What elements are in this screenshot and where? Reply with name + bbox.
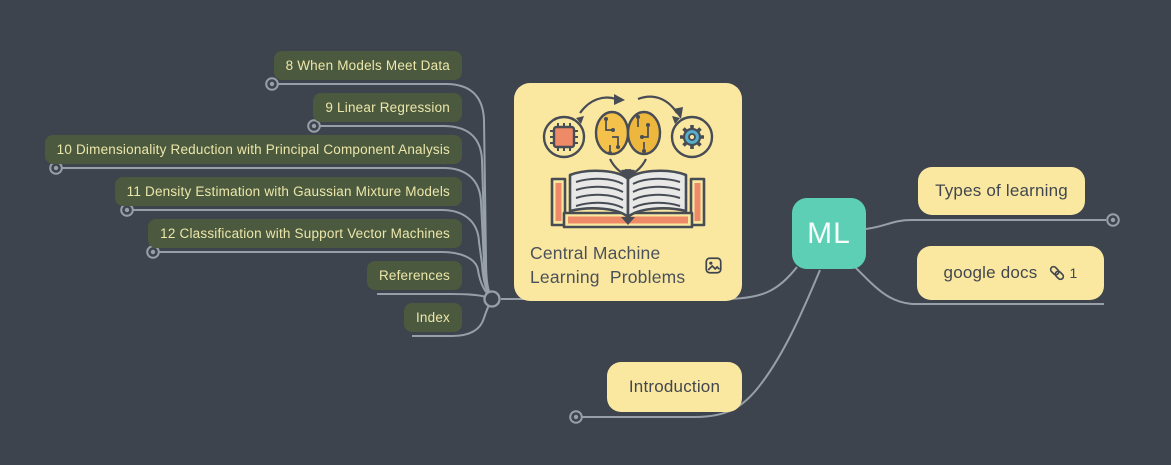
branch-junction[interactable] xyxy=(483,290,501,308)
node-root-ml[interactable]: ML xyxy=(792,198,866,269)
endpoint-chapter-8[interactable] xyxy=(265,77,279,91)
node-types-of-learning[interactable]: Types of learning xyxy=(918,167,1085,215)
card-title: Central Machine Learning Problems xyxy=(530,243,686,287)
node-references[interactable]: References xyxy=(366,261,462,290)
connector-chapter-11 xyxy=(133,209,493,299)
node-label: References xyxy=(378,268,450,283)
gear-icon xyxy=(670,115,714,159)
book-brain-illustration xyxy=(542,94,714,229)
node-label: Types of learning xyxy=(935,181,1068,200)
endpoint-chapter-10[interactable] xyxy=(49,161,63,175)
brain-icon xyxy=(594,110,662,156)
node-label: Introduction xyxy=(628,377,721,396)
node-label: 9 Linear Regression xyxy=(325,100,450,115)
node-label: 11 Density Estimation with Gaussian Mixt… xyxy=(126,184,450,199)
open-book xyxy=(550,169,706,229)
endpoint-types-of-learning[interactable] xyxy=(1106,213,1120,227)
chip-icon xyxy=(542,115,586,159)
node-chapter-10[interactable]: 10 Dimensionality Reduction with Princip… xyxy=(44,135,462,164)
node-central-machine-learning-problems[interactable]: Central Machine Learning Problems xyxy=(514,83,742,301)
connector-types-of-learning xyxy=(865,219,1106,230)
node-chapter-9[interactable]: 9 Linear Regression xyxy=(313,93,462,122)
node-chapter-8[interactable]: 8 When Models Meet Data xyxy=(273,51,462,80)
node-label: ML xyxy=(807,216,851,250)
node-label: google docs xyxy=(943,263,1038,282)
link-icon[interactable] xyxy=(1048,264,1066,282)
node-chapter-11[interactable]: 11 Density Estimation with Gaussian Mixt… xyxy=(114,177,462,206)
node-introduction[interactable]: Introduction xyxy=(607,362,742,412)
node-chapter-12[interactable]: 12 Classification with Support Vector Ma… xyxy=(148,219,462,248)
connector-references xyxy=(377,293,487,298)
link-count: 1 xyxy=(1069,265,1078,281)
node-label: Index xyxy=(415,310,450,325)
node-google-docs[interactable]: google docs 1 xyxy=(917,246,1104,300)
node-label: 12 Classification with Support Vector Ma… xyxy=(160,226,450,241)
node-label: 10 Dimensionality Reduction with Princip… xyxy=(56,142,450,157)
connector-google-docs xyxy=(851,263,1104,305)
endpoint-introduction[interactable] xyxy=(569,410,583,424)
node-label: 8 When Models Meet Data xyxy=(285,58,450,73)
endpoint-chapter-9[interactable] xyxy=(307,119,321,133)
node-index[interactable]: Index xyxy=(403,303,462,332)
endpoint-chapter-12[interactable] xyxy=(146,245,160,259)
connector-introduction xyxy=(582,269,821,418)
image-icon[interactable] xyxy=(705,256,722,274)
